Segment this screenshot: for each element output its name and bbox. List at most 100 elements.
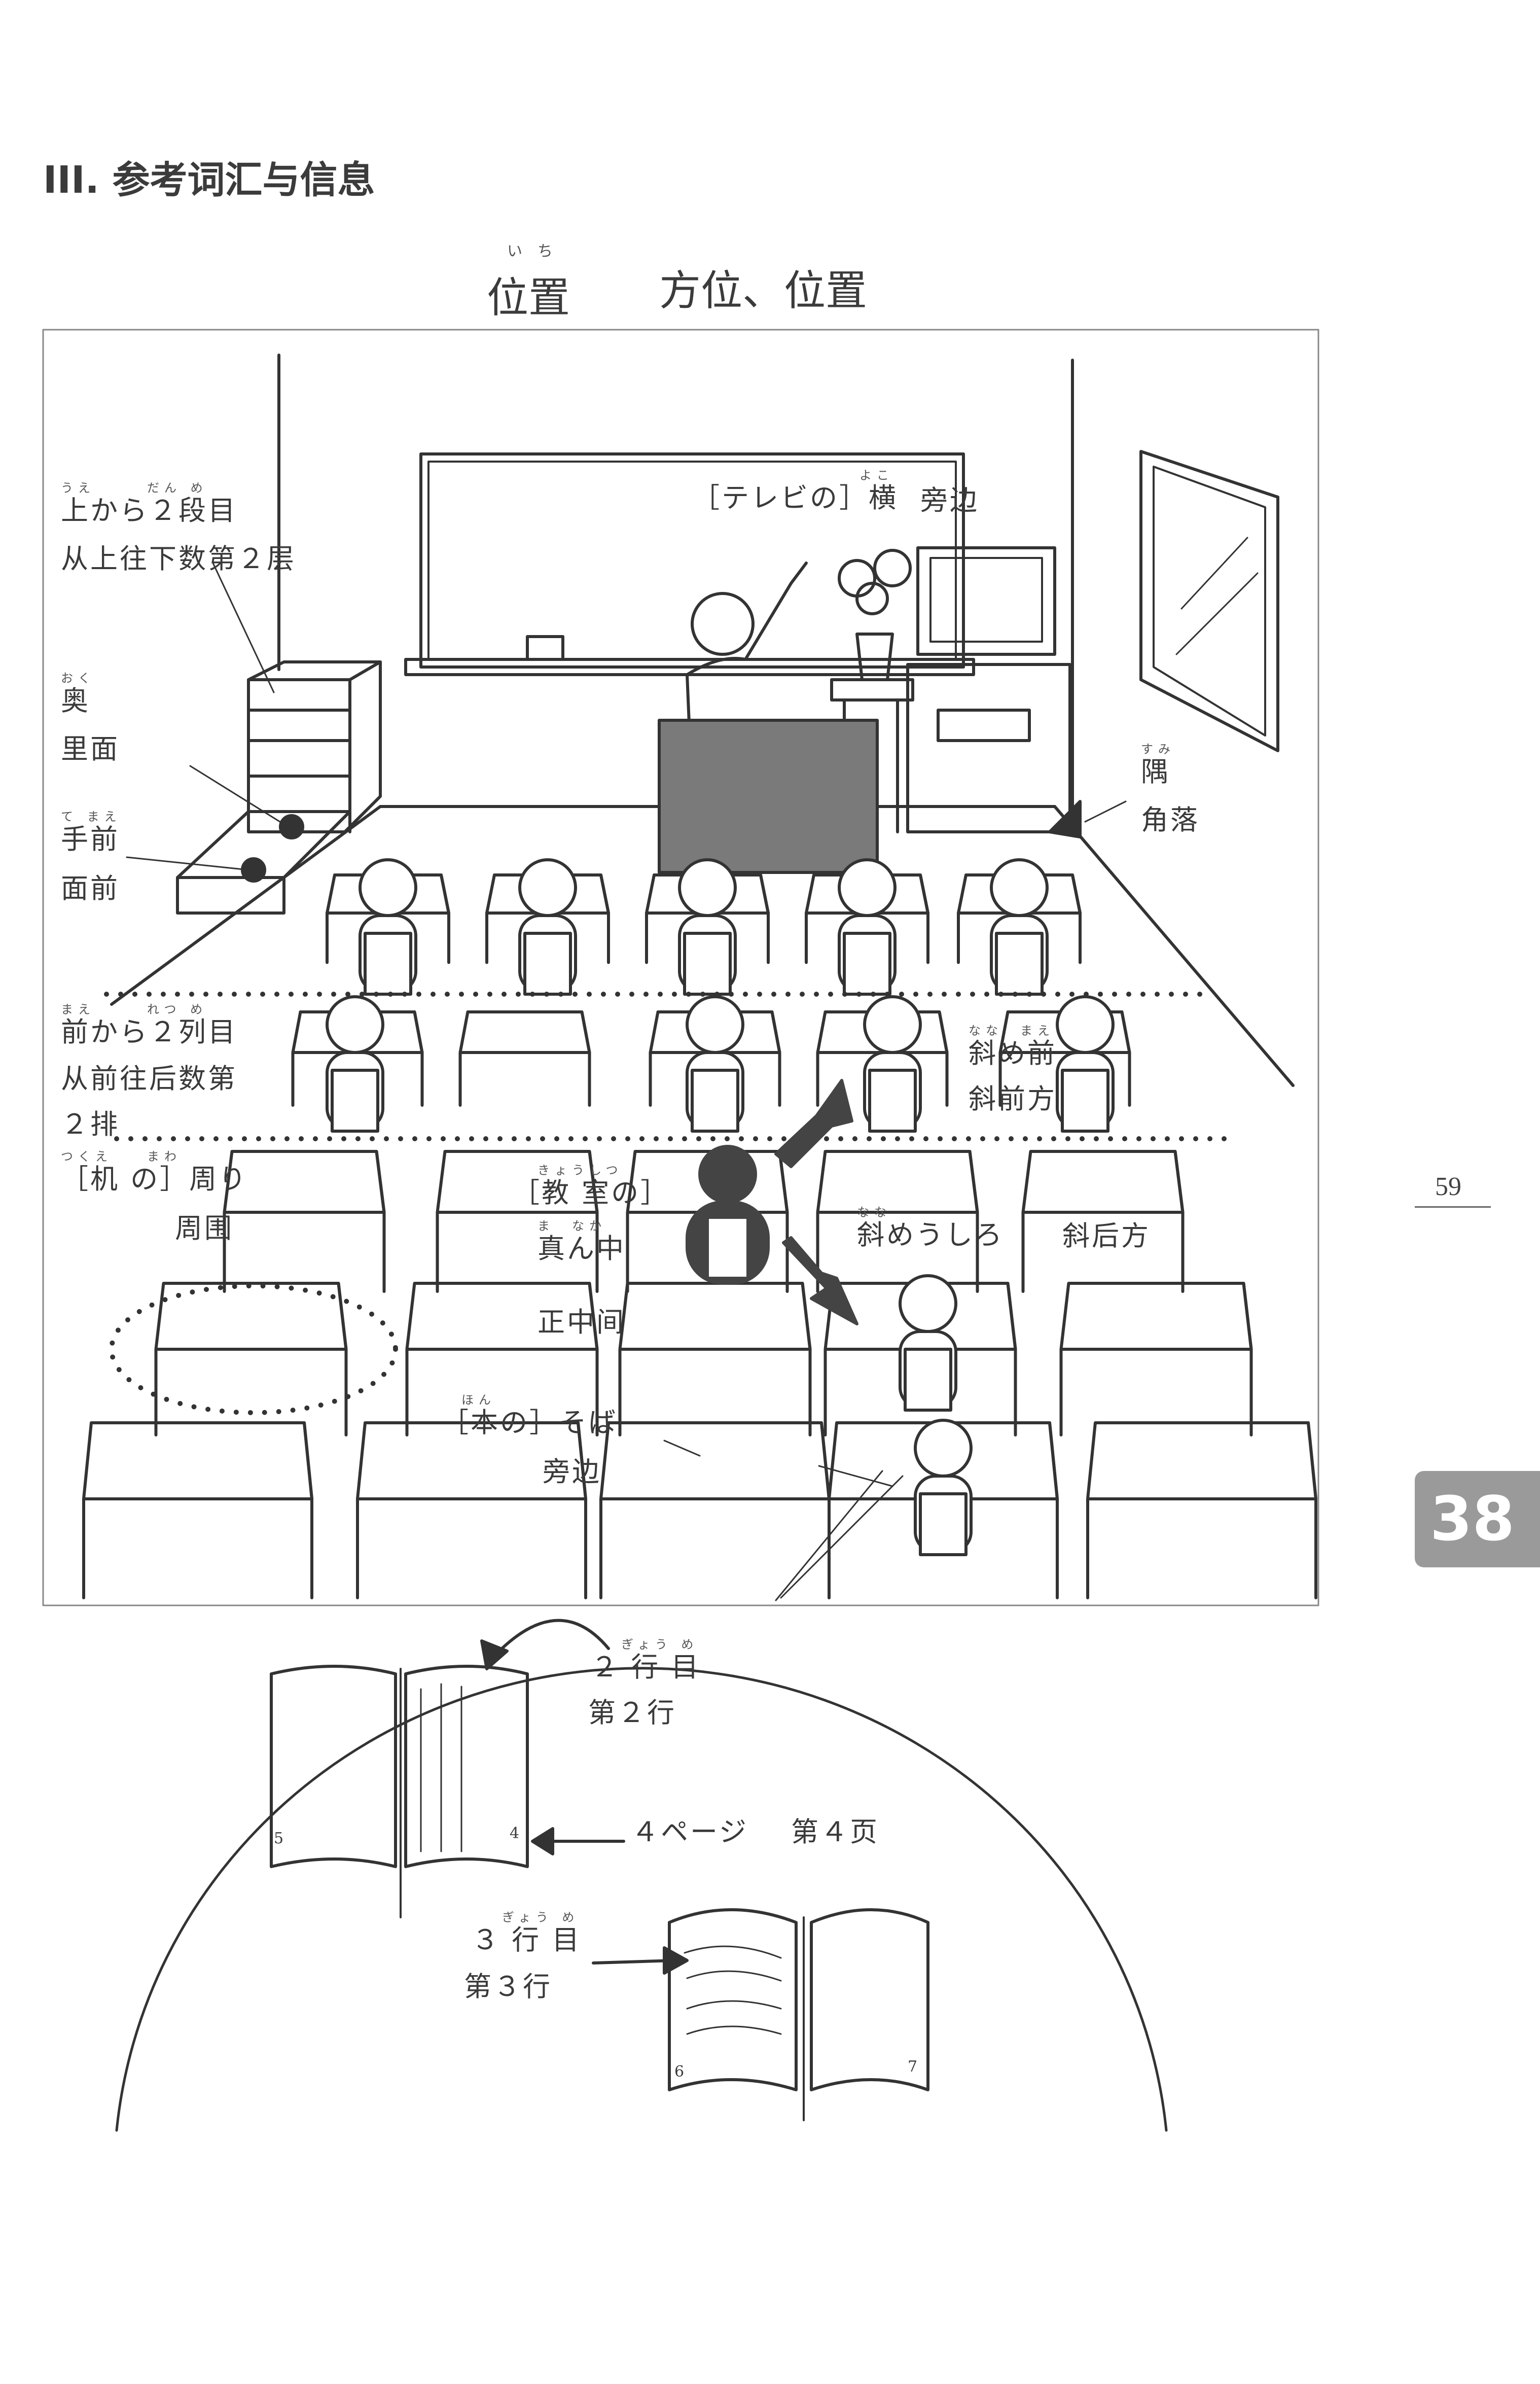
- pointer-arrows: [480, 1619, 689, 1975]
- label-jp: 隅: [1141, 756, 1170, 788]
- student: [914, 1419, 973, 1556]
- label-oku-cn: 里面: [61, 733, 120, 765]
- label-jp: ［机 の］周り: [61, 1163, 248, 1195]
- label-page4: ４ページ: [631, 1816, 748, 1848]
- desk: [405, 1282, 599, 1436]
- illustration-frame: [42, 329, 1319, 1606]
- furigana: なな まえ: [969, 1024, 1055, 1038]
- label-gyou2: ぎょう め ２ 行 目: [591, 1638, 700, 1681]
- label-sumi: すみ 隅: [1141, 743, 1175, 786]
- label-jp: 斜めうしろ: [857, 1219, 1004, 1251]
- label-page4-cn: 第４页: [791, 1816, 879, 1848]
- label-mawari-cn: 周围: [175, 1212, 234, 1244]
- furigana: なな: [857, 1205, 891, 1219]
- furigana: ぎょう め: [621, 1637, 699, 1652]
- label-soba: ほん ［本の］そば: [441, 1394, 618, 1436]
- furigana: よこ: [859, 468, 894, 482]
- desk: [618, 1282, 812, 1436]
- label-sumi-cn: 角落: [1141, 804, 1200, 836]
- label-nanameushiro-cn: 斜后方: [1062, 1220, 1151, 1252]
- page-number-rule: [1415, 1206, 1491, 1208]
- label-soba-cn: 旁边: [543, 1456, 601, 1488]
- student: [990, 858, 1049, 996]
- label-jp: 前から２列目: [61, 1016, 237, 1048]
- label-yoko: よこ ［テレビの］横: [692, 469, 898, 512]
- label-retsu-cn2: ２排: [61, 1108, 120, 1140]
- label-nanamemae-cn: 斜前方: [969, 1083, 1057, 1115]
- student: [326, 995, 384, 1133]
- desk: [154, 1282, 348, 1436]
- desk: [458, 1010, 591, 1107]
- student: [518, 858, 577, 996]
- window: [1139, 450, 1279, 752]
- furigana: まえ れつ め: [61, 1002, 208, 1016]
- student: [1056, 995, 1115, 1133]
- furigana: ぎょう め: [502, 1910, 580, 1924]
- desk: [828, 1421, 1059, 1599]
- chapter-tab: 38: [1415, 1471, 1540, 1567]
- desk: [356, 1421, 587, 1599]
- label-jp: 上から２段目: [61, 495, 237, 527]
- label-temae-cn: 面前: [61, 872, 120, 904]
- label-oku: おく 奥: [61, 672, 95, 715]
- section-heading: III. 参考词汇与信息: [43, 158, 375, 202]
- book-page-number: 7: [908, 2058, 920, 2076]
- label-dan: うえ だん め 上から２段目: [61, 482, 237, 524]
- label-retsu: まえ れつ め 前から２列目: [61, 1003, 237, 1046]
- label-gyou3: ぎょう め ３ 行 目: [472, 1911, 581, 1954]
- label-yoko-cn: 旁边: [920, 484, 979, 516]
- label-jp: ［テレビの］横: [692, 482, 898, 514]
- open-book-left: [270, 1665, 529, 1918]
- desk: [599, 1421, 831, 1599]
- book-page-number: 5: [274, 1830, 286, 1847]
- dotted-row-lines: [104, 992, 1240, 1415]
- student: [838, 858, 897, 996]
- desk: [1086, 1421, 1317, 1599]
- topic-title-jp: いち 位置: [487, 238, 570, 324]
- student: [899, 1274, 957, 1412]
- page-number: 59: [1435, 1172, 1461, 1201]
- furigana: て まえ: [61, 810, 122, 824]
- zoom-circle: [115, 1475, 1168, 2132]
- furigana: すみ: [1141, 742, 1175, 756]
- label-dan-cn: 从上往下数第２层: [61, 543, 296, 575]
- label-jp: 奥: [61, 685, 90, 717]
- furigana: うえ だん め: [61, 481, 208, 495]
- desk-grid: [82, 873, 1317, 1599]
- label-nanamemae: なな まえ 斜め前: [969, 1025, 1057, 1067]
- label-jp: 真ん中: [538, 1233, 626, 1265]
- furigana: ま なか: [538, 1219, 606, 1233]
- label-temae: て まえ 手前: [61, 811, 122, 853]
- label-mawari: つくえ まわ ［机 の］周り: [61, 1150, 248, 1193]
- desk: [223, 1150, 386, 1293]
- flower-vase: [838, 549, 912, 681]
- label-gyou2-cn: 第２行: [588, 1697, 676, 1729]
- label-jp: ３ 行 目: [472, 1924, 582, 1956]
- corner-marker: [1048, 800, 1082, 838]
- book-page-number: 6: [674, 2063, 687, 2081]
- desk: [1021, 1150, 1185, 1293]
- topic-title-cn: 方位、位置: [659, 267, 868, 315]
- drawer-cabinet: [176, 660, 382, 915]
- furigana: おく: [61, 671, 95, 685]
- furigana: きょうしつ: [538, 1163, 623, 1177]
- label-gyou3-cn: 第３行: [464, 1971, 552, 2003]
- desk: [82, 1421, 313, 1599]
- label-jp: ［本の］そば: [441, 1407, 618, 1439]
- title-jp-text: 位置: [487, 274, 570, 322]
- student: [359, 858, 417, 996]
- student: [686, 995, 744, 1133]
- label-mannaka: ま なか 真ん中: [538, 1220, 626, 1263]
- center-student-highlight: [686, 1079, 858, 1325]
- leader-lines: [126, 562, 1127, 1601]
- desk: [436, 1150, 599, 1293]
- label-jp: ［教 室の］: [512, 1177, 670, 1209]
- label-retsu-cn1: 从前往后数第: [61, 1063, 237, 1095]
- desk: [1059, 1282, 1253, 1436]
- furigana: いち: [507, 242, 568, 260]
- label-mannaka-cn: 正中间: [538, 1306, 626, 1338]
- label-kyoushitsu: きょうしつ ［教 室の］: [512, 1164, 670, 1207]
- student: [863, 995, 922, 1133]
- student: [678, 858, 737, 996]
- teacher: [686, 562, 808, 737]
